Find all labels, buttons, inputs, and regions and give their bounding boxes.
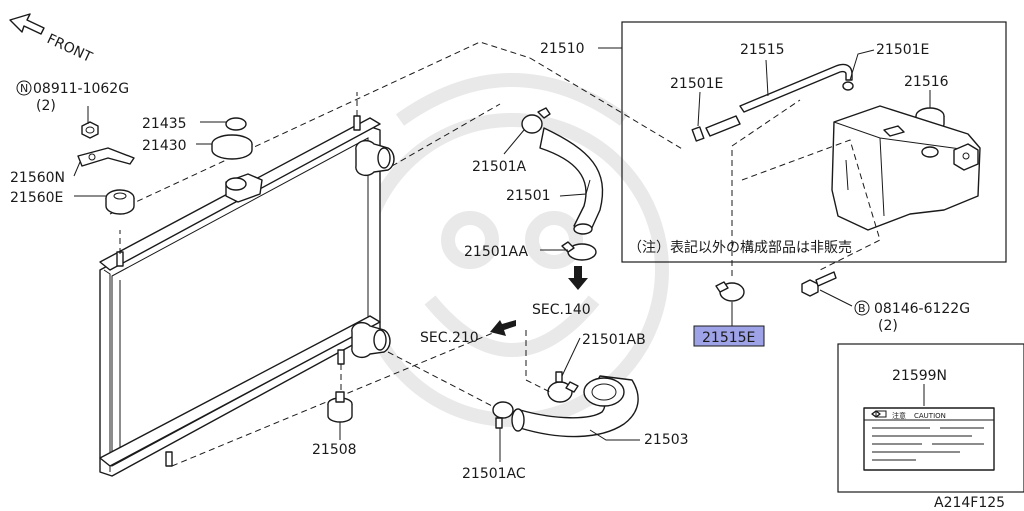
note-not-for-sale: （注）表記以外の構成部品は非販売	[628, 239, 852, 256]
caution-label-icon: 注意 CAUTION	[863, 407, 995, 471]
callout-21599N: 21599N	[892, 368, 947, 384]
grommet-21560E-icon	[105, 189, 135, 215]
caution-label-frame	[837, 343, 1024, 493]
caution-label-header-jp: 注意	[892, 411, 906, 420]
callout-08911-symbol: N	[20, 82, 28, 95]
cap-21430-icon	[211, 134, 253, 160]
reservoir-tank-icon	[831, 105, 981, 231]
clamp-21501AA-icon	[561, 241, 597, 261]
arrow-sec140-icon	[568, 266, 588, 290]
reservoir-assembly-frame	[621, 21, 1007, 263]
callout-21516: 21516	[904, 74, 949, 90]
bolt-08146-icon	[801, 271, 837, 297]
callout-21515: 21515	[740, 42, 785, 58]
callout-21560E: 21560E	[10, 190, 63, 206]
callout-21430: 21430	[142, 138, 187, 154]
hose-21503-icon	[511, 375, 639, 438]
callout-sec140: SEC.140	[532, 302, 591, 318]
front-arrow-icon: FRONT	[9, 13, 95, 66]
hose-21501-icon	[539, 127, 604, 235]
clamp-21501E-right-icon	[842, 81, 854, 91]
callout-21503: 21503	[644, 432, 689, 448]
callout-08146-qty: (2)	[878, 318, 898, 334]
callout-08146-symbol: B	[858, 302, 866, 315]
callout-21501A: 21501A	[472, 159, 527, 175]
callout-21501AB: 21501AB	[582, 332, 646, 348]
callout-21515E-highlighted[interactable]: 21515E	[693, 325, 765, 347]
callout-21515E[interactable]: 21515E	[702, 330, 755, 346]
callout-21501AC: 21501AC	[462, 466, 526, 482]
bracket-21560N-icon	[77, 147, 135, 167]
callout-21501: 21501	[506, 188, 551, 204]
bolt-08911-icon	[81, 121, 99, 139]
callout-sec210: SEC.210	[420, 330, 479, 346]
callout-08911-number: 08911-1062G	[33, 81, 129, 97]
diagram-id: A214F125	[934, 495, 1005, 511]
clamp-21501E-left-icon	[691, 126, 705, 142]
callout-08911-qty: (2)	[36, 98, 56, 114]
callout-21560N: 21560N	[10, 170, 65, 186]
clamp-21501AB-icon	[547, 371, 579, 403]
callout-21501AA: 21501AA	[464, 244, 529, 260]
callout-08146-number: 08146-6122G	[874, 301, 970, 317]
clamp-21515E-icon	[715, 281, 745, 302]
radiator-core	[99, 115, 395, 477]
callout-21508: 21508	[312, 442, 357, 458]
clamp-21501A-icon	[521, 107, 551, 134]
callout-21435: 21435	[142, 116, 187, 132]
mount-21508-icon	[327, 391, 353, 423]
callout-21510: 21510	[540, 41, 585, 57]
caution-label-header-en: CAUTION	[914, 412, 946, 420]
callout-21501E-right: 21501E	[876, 42, 929, 58]
highlight-box	[693, 325, 765, 347]
hose-21515-icon	[705, 63, 853, 137]
callout-08146: B 08146-6122G (2)	[854, 300, 970, 334]
clamp-21501AC-icon	[492, 401, 514, 429]
seal-21435-icon	[225, 117, 247, 131]
callout-21501E-left: 21501E	[670, 76, 723, 92]
callout-08911: N 08911-1062G (2)	[16, 80, 129, 114]
arrow-sec210-icon	[490, 320, 516, 336]
front-label: FRONT	[44, 31, 95, 66]
leader-lines	[73, 47, 931, 462]
